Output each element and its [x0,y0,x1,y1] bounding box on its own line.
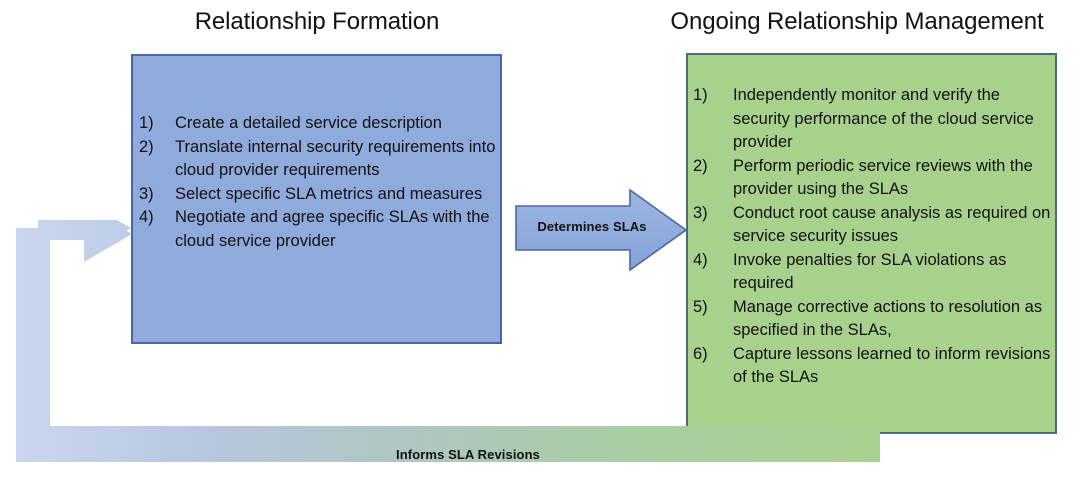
list-item-number: 4) [139,208,154,226]
u-turn-left-arrow-icon [16,220,880,462]
list-item: 3) Conduct root cause analysis as requir… [693,202,1051,249]
determines-slas-arrow-label: Determines SLAs [537,219,647,234]
column-title-ongoing-relationship-management: Ongoing Relationship Management [670,8,1044,35]
list-item-number: 3) [693,203,708,222]
column-title-relationship-formation: Relationship Formation [194,8,440,35]
list-item-number: 2) [693,156,708,175]
list-item: 6) Capture lessons learned to inform rev… [693,343,1051,390]
list-item-number: 1) [693,86,708,104]
list-item-number: 1) [139,114,154,132]
list-item: 4) Invoke penalties for SLA violations a… [693,249,1051,296]
list-item-text: Translate internal security requirements… [175,137,496,180]
determines-slas-arrow: Determines SLAs [514,188,688,272]
list-item: 3) Select specific SLA metrics and measu… [139,183,499,207]
list-item-text: Select specific SLA metrics and measures [175,184,483,203]
list-item-number: 4) [693,250,708,269]
list-item-number: 5) [693,297,708,316]
list-item-text: Conduct root cause analysis as required … [733,203,1051,246]
list-item-text: Negotiate and agree specific SLAs with t… [175,208,490,250]
list-item-text: Perform periodic service reviews with th… [733,156,1033,199]
list-item-text: Manage corrective actions to resolution … [733,297,1043,340]
list-item-text: Create a detailed service description [175,114,442,132]
list-item: 2) Perform periodic service reviews with… [693,155,1051,202]
informs-sla-revisions-feedback-arrow [0,220,880,479]
list-item: 1) Create a detailed service description [139,112,499,136]
right-arrow-icon [515,188,688,272]
list-item-text: Capture lessons learned to inform revisi… [733,344,1051,387]
list-item-text: Independently monitor and verify the sec… [733,86,1034,151]
ongoing-relationship-management-step-list: 1) Independently monitor and verify the … [693,84,1051,390]
list-item: 2) Translate internal security requireme… [139,136,499,183]
list-item-text: Invoke penalties for SLA violations as r… [733,250,1007,293]
relationship-formation-step-list: 1) Create a detailed service description… [139,112,499,253]
relationship-formation-box [131,54,502,344]
ongoing-relationship-management-box [686,53,1057,434]
list-item-number: 6) [693,344,708,363]
list-item: 1) Independently monitor and verify the … [693,84,1051,155]
list-item: 4) Negotiate and agree specific SLAs wit… [139,206,499,253]
informs-sla-revisions-label: Informs SLA Revisions [396,447,540,462]
list-item: 5) Manage corrective actions to resoluti… [693,296,1051,343]
list-item-number: 2) [139,137,154,156]
list-item-number: 3) [139,184,154,203]
